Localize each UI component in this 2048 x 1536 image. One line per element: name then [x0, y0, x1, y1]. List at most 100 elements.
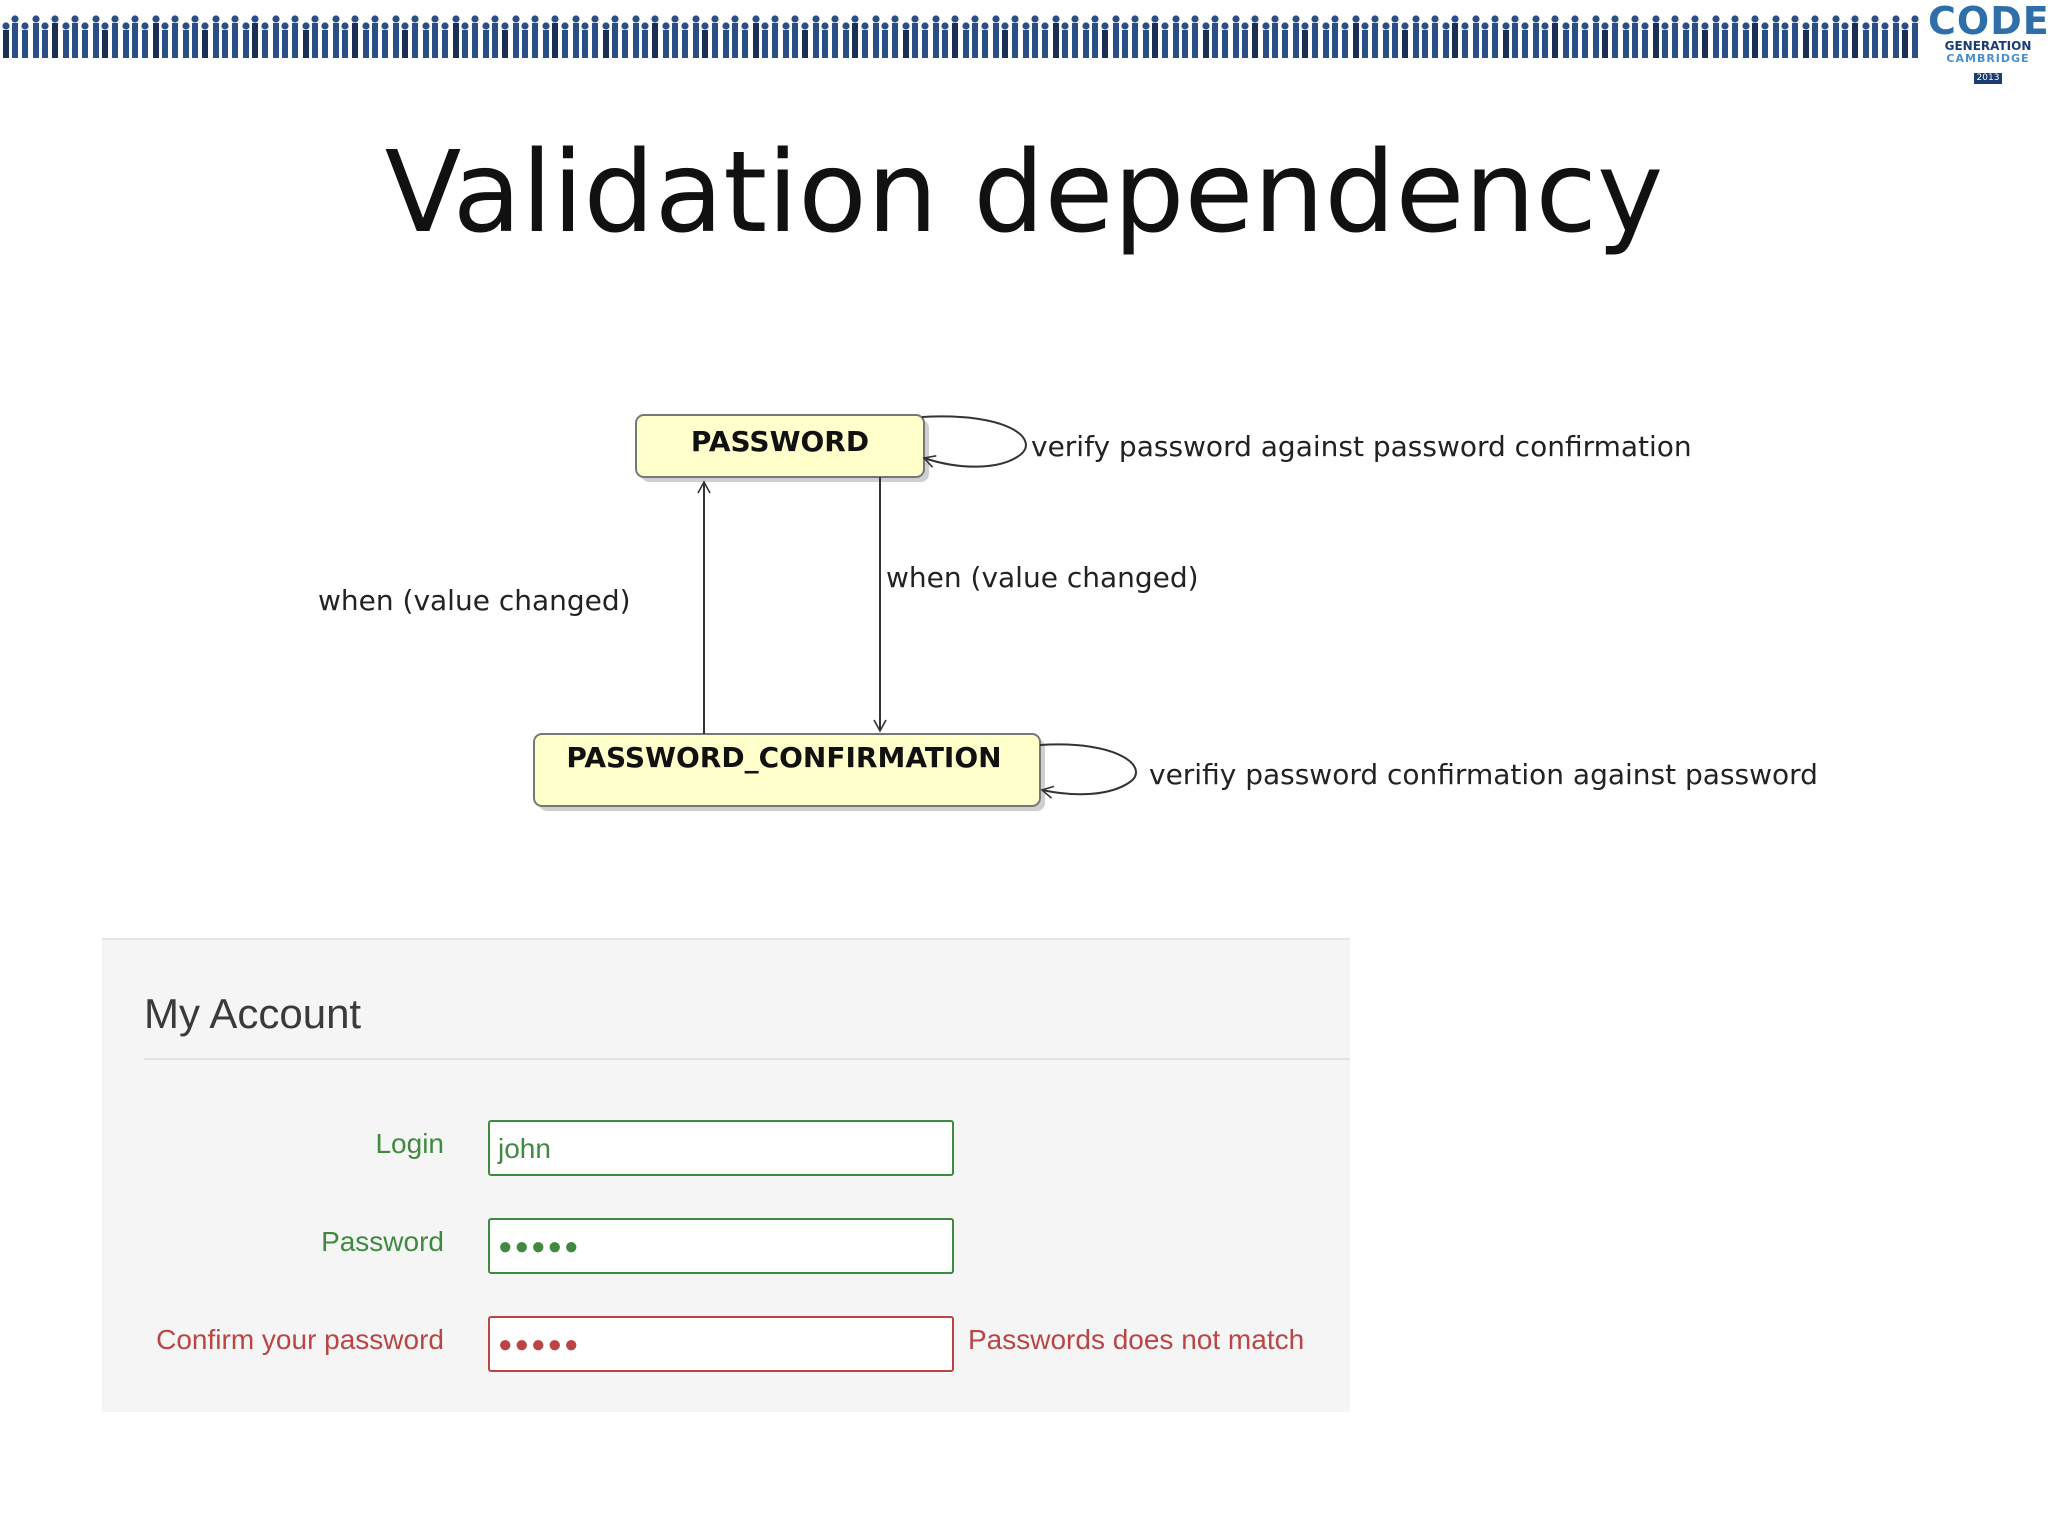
person-figure-icon	[341, 22, 349, 58]
password-input[interactable]: ●●●●●	[488, 1218, 954, 1274]
person-figure-icon	[41, 22, 49, 58]
person-figure-icon	[332, 15, 340, 58]
login-input[interactable]: john	[488, 1120, 954, 1176]
person-figure-icon	[1371, 15, 1379, 58]
person-figure-icon	[671, 15, 679, 58]
person-figure-icon	[1262, 22, 1270, 58]
person-figure-icon	[1232, 15, 1240, 58]
person-figure-icon	[1701, 22, 1709, 58]
person-figure-icon	[1382, 22, 1390, 58]
person-figure-icon	[1161, 22, 1169, 58]
person-figure-icon	[182, 22, 190, 58]
person-figure-icon	[1881, 22, 1889, 58]
person-figure-icon	[1682, 22, 1690, 58]
self-loop-password-confirmation	[1039, 743, 1137, 799]
person-figure-icon	[1581, 22, 1589, 58]
person-figure-icon	[1451, 15, 1459, 58]
person-figure-icon	[1611, 15, 1619, 58]
person-figure-icon	[911, 15, 919, 58]
person-figure-icon	[501, 22, 509, 58]
person-figure-icon	[981, 22, 989, 58]
person-figure-icon	[1661, 22, 1669, 58]
person-figure-icon	[632, 15, 640, 58]
person-figure-icon	[572, 15, 580, 58]
person-figure-icon	[1901, 22, 1909, 58]
person-figure-icon	[1331, 15, 1339, 58]
node-password-label: PASSWORD	[691, 425, 869, 458]
person-figure-icon	[1292, 15, 1300, 58]
person-figure-icon	[1491, 15, 1499, 58]
person-figure-icon	[461, 22, 469, 58]
person-figure-icon	[711, 15, 719, 58]
person-figure-icon	[141, 22, 149, 58]
person-figure-icon	[701, 22, 709, 58]
person-figure-icon	[812, 15, 820, 58]
person-figure-icon	[281, 22, 289, 58]
person-figure-icon	[821, 22, 829, 58]
person-figure-icon	[1911, 15, 1919, 58]
node-password: PASSWORD	[635, 414, 929, 482]
person-figure-icon	[1121, 22, 1129, 58]
person-figure-icon	[1841, 22, 1849, 58]
person-figure-icon	[1862, 22, 1870, 58]
person-figure-icon	[1202, 22, 1210, 58]
person-figure-icon	[962, 22, 970, 58]
logo-city-text: CAMBRIDGE	[1946, 52, 2030, 65]
person-figure-icon	[32, 15, 40, 58]
person-figure-icon	[791, 15, 799, 58]
person-figure-icon	[1172, 15, 1180, 58]
person-figure-icon	[302, 22, 310, 58]
person-figure-icon	[1472, 15, 1480, 58]
person-figure-icon	[261, 22, 269, 58]
person-figure-icon	[1031, 15, 1039, 58]
person-figure-icon	[1541, 22, 1549, 58]
confirm-password-input[interactable]: ●●●●●	[488, 1316, 954, 1372]
person-figure-icon	[1442, 22, 1450, 58]
confirm-password-label: Confirm your password	[156, 1324, 444, 1355]
person-figure-icon	[611, 15, 619, 58]
person-figure-icon	[1271, 15, 1279, 58]
person-figure-icon	[542, 22, 550, 58]
person-figure-icon	[1322, 22, 1330, 58]
person-figure-icon	[1761, 22, 1769, 58]
node-password-confirmation-label: PASSWORD_CONFIRMATION	[566, 741, 1001, 774]
person-figure-icon	[842, 22, 850, 58]
person-figure-icon	[2, 22, 10, 58]
person-figure-icon	[1052, 15, 1060, 58]
person-figure-icon	[1061, 22, 1069, 58]
person-figure-icon	[1751, 15, 1759, 58]
person-figure-icon	[1142, 22, 1150, 58]
person-figure-icon	[1301, 22, 1309, 58]
person-figure-icon	[422, 22, 430, 58]
person-figure-icon	[1091, 15, 1099, 58]
person-figure-icon	[1191, 15, 1199, 58]
person-figure-icon	[452, 15, 460, 58]
person-figure-icon	[1721, 22, 1729, 58]
person-figure-icon	[782, 22, 790, 58]
person-figure-icon	[1151, 15, 1159, 58]
person-figure-icon	[1502, 22, 1510, 58]
person-figure-icon	[81, 22, 89, 58]
person-figure-icon	[171, 15, 179, 58]
person-figure-icon	[932, 15, 940, 58]
person-figure-icon	[851, 15, 859, 58]
person-figure-icon	[1551, 15, 1559, 58]
person-figure-icon	[1562, 22, 1570, 58]
person-figure-icon	[1391, 15, 1399, 58]
person-figure-icon	[1131, 15, 1139, 58]
person-figure-icon	[1421, 22, 1429, 58]
person-figure-icon	[891, 15, 899, 58]
person-figure-icon	[741, 22, 749, 58]
person-figure-icon	[752, 15, 760, 58]
person-figure-icon	[291, 15, 299, 58]
person-figure-icon	[1181, 22, 1189, 58]
person-figure-icon	[321, 22, 329, 58]
self-loop-password	[921, 415, 1027, 468]
person-figure-icon	[1341, 22, 1349, 58]
person-figure-icon	[662, 22, 670, 58]
person-figure-icon	[992, 15, 1000, 58]
person-figure-icon	[1112, 15, 1120, 58]
person-figure-icon	[1791, 15, 1799, 58]
person-figure-icon	[1281, 22, 1289, 58]
person-figure-icon	[1412, 15, 1420, 58]
